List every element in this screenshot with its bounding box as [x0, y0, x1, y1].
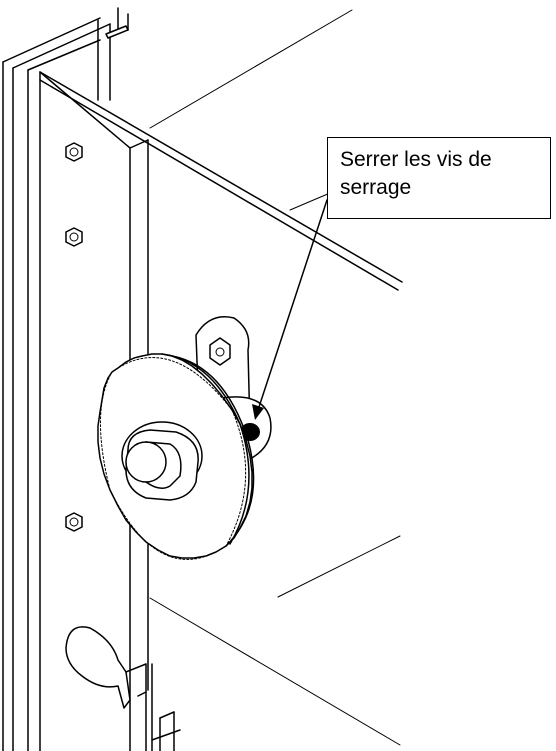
- hex-bolt-upper: [65, 142, 83, 162]
- callout-leader-arrow: [252, 199, 328, 420]
- cabinet-panel-lines: [39, 9, 403, 746]
- knob-hub: [121, 421, 203, 501]
- hex-bolt-middle: [65, 227, 83, 247]
- latch-handle: [65, 626, 181, 751]
- callout-label: Serrer les vis de serrage: [327, 137, 551, 219]
- hex-bolt-lower: [65, 512, 83, 532]
- callout-text: Serrer les vis de serrage: [340, 148, 492, 199]
